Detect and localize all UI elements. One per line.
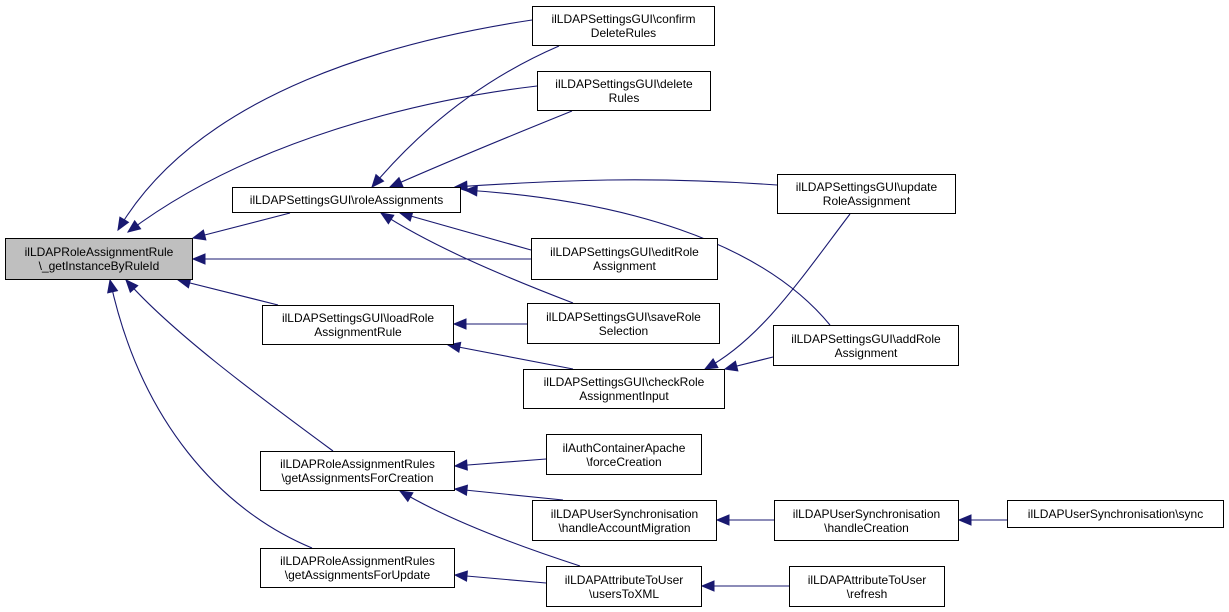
arrowhead-icon xyxy=(126,219,142,233)
edge-updateRole-to-roleAssignments xyxy=(454,179,778,188)
arrowhead-icon xyxy=(957,514,972,526)
edge-addRole-to-roleAssignments xyxy=(464,189,831,326)
edge-handleMigration-to-getCreation xyxy=(454,488,564,501)
node-refresh[interactable]: ilLDAPAttributeToUser \refresh xyxy=(789,566,945,607)
node-getUpdate[interactable]: ilLDAPRoleAssignmentRules \getAssignment… xyxy=(260,548,455,588)
node-sync[interactable]: ilLDAPUserSynchronisation\sync xyxy=(1007,500,1224,528)
edge-usersToXML-to-getCreation xyxy=(399,490,581,567)
arrowhead-icon xyxy=(723,360,739,372)
node-label: ilLDAPSettingsGUI\editRole Assignment xyxy=(550,245,699,273)
node-label: ilLDAPSettingsGUI\loadRole AssignmentRul… xyxy=(281,311,435,339)
arrowhead-icon xyxy=(715,514,730,526)
arrowhead-icon xyxy=(453,459,468,471)
node-label: ilLDAPUserSynchronisation \handleCreatio… xyxy=(792,506,941,535)
node-deleteRules[interactable]: ilLDAPSettingsGUI\delete Rules xyxy=(537,71,711,111)
node-label: ilLDAPSettingsGUI\update RoleAssignment xyxy=(795,180,938,208)
node-confirmDelete[interactable]: ilLDAPSettingsGUI\confirm DeleteRules xyxy=(532,6,715,46)
node-label: ilLDAPSettingsGUI\checkRole AssignmentIn… xyxy=(543,375,705,403)
edge-confirmDelete-to-roleAssignments xyxy=(371,45,560,188)
arrowhead-icon xyxy=(379,212,395,225)
node-label: ilLDAPRoleAssignmentRules \getAssignment… xyxy=(280,554,435,582)
edge-usersToXML-to-getUpdate xyxy=(454,574,547,584)
edge-roleAssignments-to-root xyxy=(192,212,291,239)
node-label: ilLDAPAttributeToUser \usersToXML xyxy=(564,572,684,601)
arrowhead-icon xyxy=(453,484,469,496)
node-roleAssignments[interactable]: ilLDAPSettingsGUI\roleAssignments xyxy=(232,187,461,213)
arrowhead-icon xyxy=(371,173,385,188)
node-updateRole[interactable]: ilLDAPSettingsGUI\update RoleAssignment xyxy=(777,174,956,214)
arrowhead-icon xyxy=(700,580,715,592)
edge-updateRole-to-checkRole xyxy=(704,213,851,370)
edge-getCreation-to-root xyxy=(125,279,334,452)
node-loadRole[interactable]: ilLDAPSettingsGUI\loadRole AssignmentRul… xyxy=(262,305,454,345)
node-handleMigration[interactable]: ilLDAPUserSynchronisation \handleAccount… xyxy=(532,500,717,541)
node-label: ilLDAPSettingsGUI\addRole Assignment xyxy=(791,331,941,360)
arrowhead-icon xyxy=(117,216,130,232)
node-label: ilLDAPSettingsGUI\delete Rules xyxy=(555,77,693,105)
node-label: ilLDAPUserSynchronisation\sync xyxy=(1027,507,1204,521)
node-checkRole[interactable]: ilLDAPSettingsGUI\checkRole AssignmentIn… xyxy=(523,369,725,409)
arrowhead-icon xyxy=(107,278,119,294)
arrowhead-icon xyxy=(453,180,468,192)
arrowhead-icon xyxy=(191,229,207,241)
node-label: ilLDAPSettingsGUI\saveRole Selection xyxy=(546,309,701,338)
arrowhead-icon xyxy=(388,176,404,188)
edge-confirmDelete-to-root xyxy=(117,19,533,231)
edge-checkRole-to-loadRole xyxy=(447,344,574,370)
node-label: ilLDAPRoleAssignmentRules \getAssignment… xyxy=(280,457,435,485)
arrowhead-icon xyxy=(398,490,414,503)
node-forceCreation[interactable]: ilAuthContainerApache \forceCreation xyxy=(546,434,702,475)
edge-saveRole-to-roleAssignments xyxy=(380,212,574,304)
edge-deleteRules-to-root xyxy=(127,85,538,233)
edge-deleteRules-to-roleAssignments xyxy=(389,110,573,188)
node-label: ilLDAPAttributeToUser \refresh xyxy=(807,572,927,601)
node-getCreation[interactable]: ilLDAPRoleAssignmentRules \getAssignment… xyxy=(260,451,455,491)
arrowhead-icon xyxy=(125,279,139,294)
arrowhead-icon xyxy=(453,570,468,582)
edge-forceCreation-to-getCreation xyxy=(454,458,547,467)
arrowhead-icon xyxy=(463,185,478,197)
node-label: ilAuthContainerApache \forceCreation xyxy=(562,440,686,469)
arrowhead-icon xyxy=(452,318,467,330)
node-label: ilLDAPRoleAssignmentRule \_getInstanceBy… xyxy=(24,245,174,273)
node-root[interactable]: ilLDAPRoleAssignmentRule \_getInstanceBy… xyxy=(5,238,193,280)
arrowhead-icon xyxy=(191,253,206,265)
node-handleCreation[interactable]: ilLDAPUserSynchronisation \handleCreatio… xyxy=(774,500,959,541)
edge-editRole-to-roleAssignments xyxy=(399,212,532,251)
node-label: ilLDAPUserSynchronisation \handleAccount… xyxy=(550,506,699,535)
node-editRole[interactable]: ilLDAPSettingsGUI\editRole Assignment xyxy=(531,238,718,280)
edge-getUpdate-to-root xyxy=(109,279,313,549)
node-label: ilLDAPSettingsGUI\roleAssignments xyxy=(249,193,444,207)
edge-loadRole-to-root xyxy=(177,279,279,306)
node-saveRole[interactable]: ilLDAPSettingsGUI\saveRole Selection xyxy=(527,303,720,344)
node-label: ilLDAPSettingsGUI\confirm DeleteRules xyxy=(551,12,696,40)
node-usersToXML[interactable]: ilLDAPAttributeToUser \usersToXML xyxy=(546,566,702,607)
arrowhead-icon xyxy=(703,357,719,370)
node-addRole[interactable]: ilLDAPSettingsGUI\addRole Assignment xyxy=(773,325,959,366)
